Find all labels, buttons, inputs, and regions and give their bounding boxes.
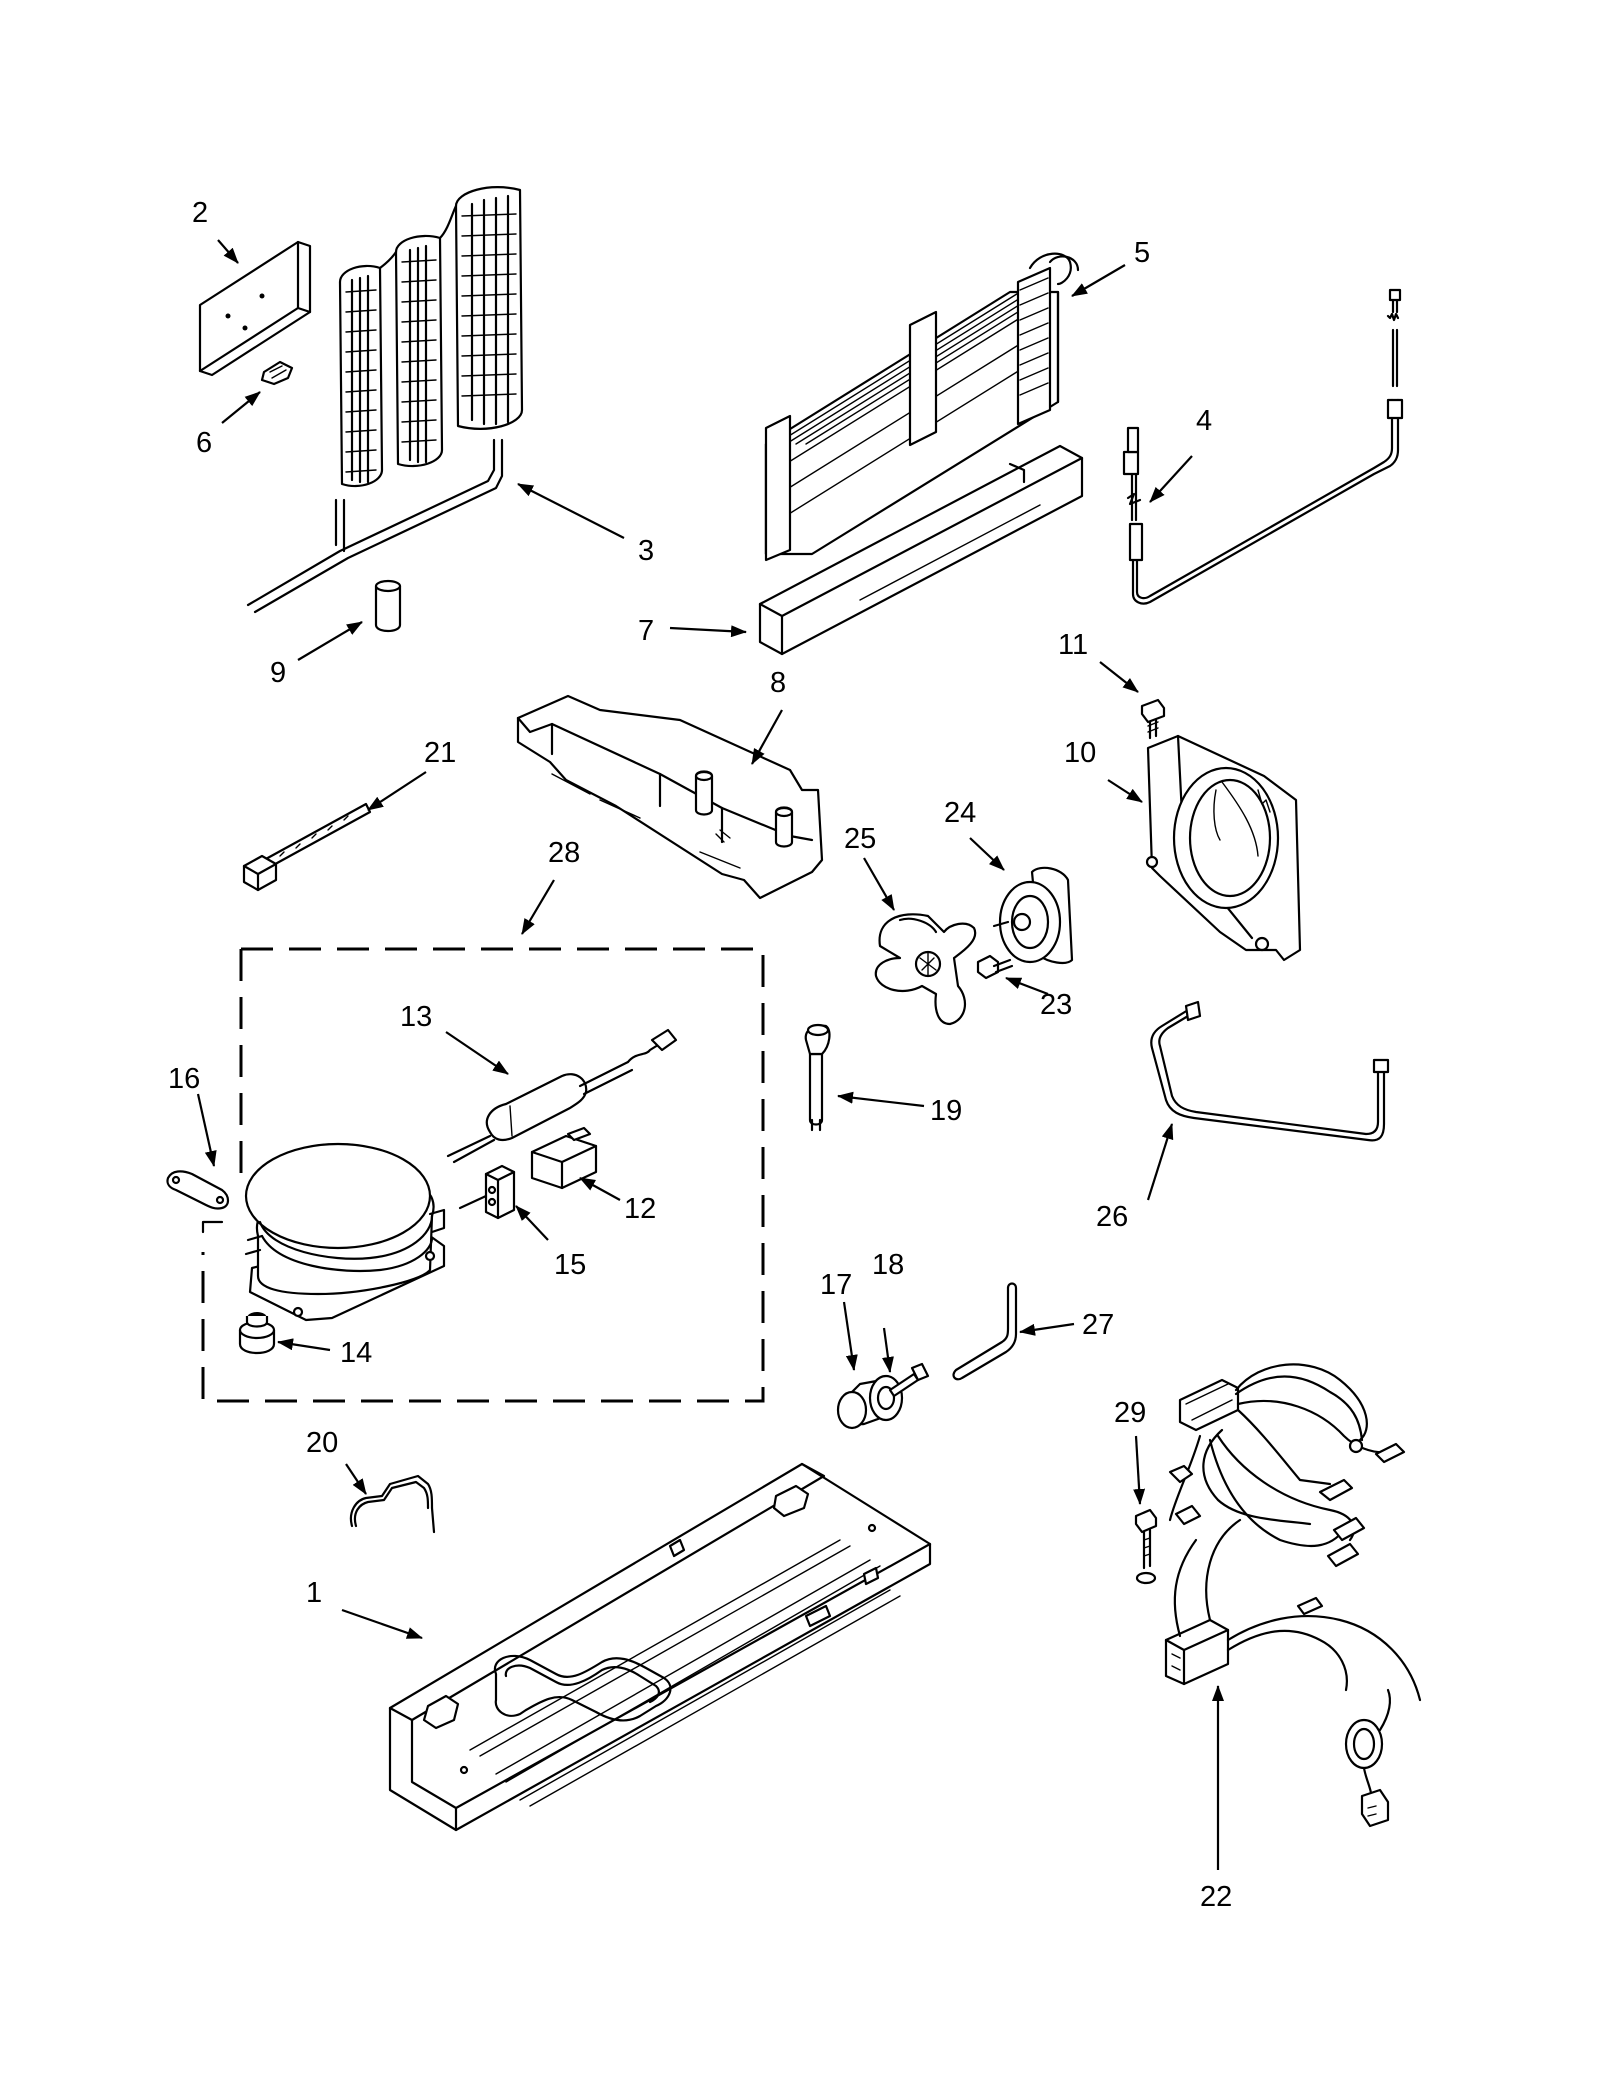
part-8-drain-pan [516, 694, 824, 900]
part-19-drain-tube [804, 1023, 831, 1132]
part-9-drier [374, 579, 402, 633]
callout-5: 5 [1134, 237, 1150, 269]
part-17-roller [836, 1374, 904, 1430]
callout-7: 7 [638, 615, 654, 647]
callout-8: 8 [770, 667, 786, 699]
part-25-fan-blade [874, 913, 977, 1026]
callout-labels: 2 6 3 9 5 4 7 8 11 10 21 28 25 24 23 13 … [168, 197, 1232, 1913]
part-23-screw [976, 954, 1014, 980]
part-16-link [166, 1170, 230, 1210]
callout-17: 17 [820, 1269, 852, 1301]
callout-1: 1 [306, 1577, 322, 1609]
part-11-screw [1140, 698, 1166, 740]
callout-arrows [196, 239, 1224, 1870]
part-7-drain-trough [758, 444, 1084, 656]
part-5-evaporator [764, 252, 1080, 562]
callout-19: 19 [930, 1095, 962, 1127]
callout-4: 4 [1196, 405, 1212, 437]
callout-9: 9 [270, 657, 286, 689]
part-24-fan-motor [992, 866, 1074, 965]
part-15-start-device [458, 1164, 516, 1220]
callout-10: 10 [1064, 737, 1096, 769]
callout-27: 27 [1082, 1309, 1114, 1341]
part-10-fan-shroud [1145, 734, 1302, 962]
callout-29: 29 [1114, 1397, 1146, 1429]
callout-11: 11 [1058, 629, 1088, 661]
part-1-base-plate [388, 1462, 932, 1832]
callout-24: 24 [944, 797, 976, 829]
callout-28: 28 [548, 837, 580, 869]
part-18-bolt [888, 1362, 930, 1398]
part-20-wire-clip [349, 1474, 436, 1534]
callout-12: 12 [624, 1193, 656, 1225]
callout-6: 6 [196, 427, 212, 459]
callout-2: 2 [192, 197, 208, 229]
callout-21: 21 [424, 737, 456, 769]
part-6-clip [260, 360, 294, 386]
callout-16: 16 [168, 1063, 200, 1095]
callout-22: 22 [1200, 1881, 1232, 1913]
part-14-grommet [238, 1312, 276, 1355]
part-27-l-tube [952, 1282, 1018, 1381]
assembly-box-28 [201, 947, 765, 1403]
part-2-bracket [198, 240, 312, 377]
callout-3: 3 [638, 535, 654, 567]
part-4-sensor-wire [1122, 288, 1404, 605]
callout-23: 23 [1040, 989, 1072, 1021]
callout-25: 25 [844, 823, 876, 855]
part-29-screw [1134, 1508, 1158, 1585]
part-12-relay [530, 1126, 598, 1190]
part-3-condenser [246, 186, 524, 614]
callout-15: 15 [554, 1249, 586, 1281]
callout-13: 13 [400, 1001, 432, 1033]
part-21-cable-tie [242, 802, 372, 892]
part-26-tube [1150, 1000, 1390, 1142]
compressor [244, 1142, 446, 1322]
callout-18: 18 [872, 1249, 904, 1281]
part-13-thermal-protector [446, 1028, 678, 1164]
part-22-wire-harness [1164, 1363, 1422, 1828]
callout-14: 14 [340, 1337, 372, 1369]
callout-20: 20 [306, 1427, 338, 1459]
callout-26: 26 [1096, 1201, 1128, 1233]
